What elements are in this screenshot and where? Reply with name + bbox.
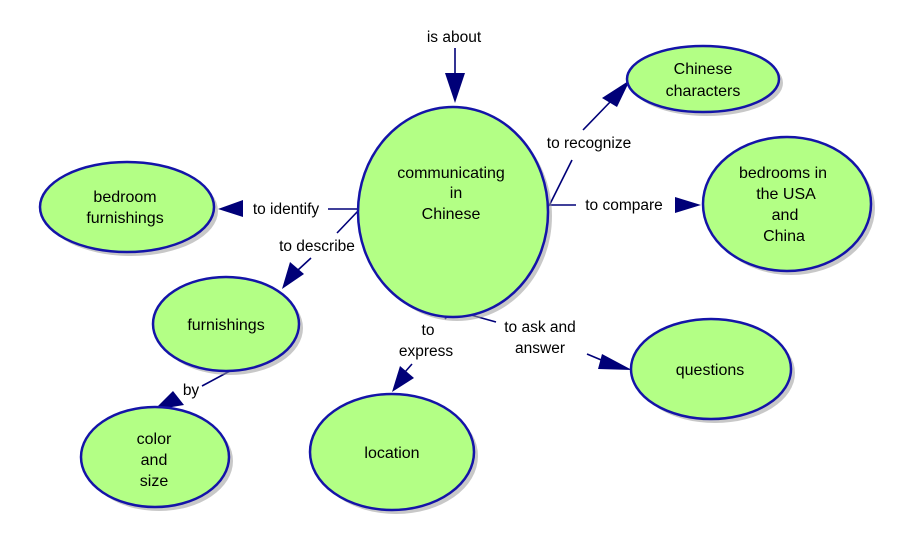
node-location-label: location — [364, 445, 419, 462]
node-bedrooms-usa-china[interactable]: bedrooms in the USA and China — [701, 135, 875, 275]
link-labels: is about to recognize to compare to iden… — [183, 29, 663, 399]
link-line-to-express-b — [404, 363, 413, 373]
node-location-shape — [308, 392, 476, 512]
node-color-and-size[interactable]: color and size — [79, 405, 233, 511]
link-label-to-compare[interactable]: to compare — [585, 197, 663, 214]
arrowhead-to-describe — [282, 262, 304, 289]
node-center-label-line-1: communicating — [397, 165, 505, 182]
node-bedrooms-usa-china-label-line-3: and — [772, 207, 799, 224]
node-center-label-line-3: Chinese — [422, 206, 481, 223]
node-color-and-size-label-line-2: and — [141, 452, 168, 469]
node-questions-shape — [629, 317, 793, 421]
arrowhead-is-about — [445, 73, 465, 103]
node-chinese-characters-shape — [625, 44, 781, 114]
node-bedroom-furnishings-label-line-1: bedroom — [93, 189, 156, 206]
node-bedrooms-usa-china-label-line-2: the USA — [756, 186, 816, 203]
link-label-to-identify[interactable]: to identify — [253, 201, 320, 218]
node-center-shape — [356, 105, 550, 319]
link-label-to-ask-and-answer-line-1[interactable]: to ask and — [504, 319, 576, 336]
link-label-to-express-line-1[interactable]: to — [422, 322, 435, 339]
node-furnishings-shape — [151, 275, 301, 373]
arrowhead-to-compare — [675, 197, 701, 213]
node-center[interactable]: communicating in Chinese — [356, 105, 552, 321]
node-center-label-line-2: in — [450, 185, 462, 202]
node-bedrooms-usa-china-label-line-1: bedrooms in — [739, 165, 827, 182]
link-label-to-recognize[interactable]: to recognize — [547, 135, 631, 152]
node-location[interactable]: location — [308, 392, 478, 514]
link-label-to-describe[interactable]: to describe — [279, 238, 355, 255]
node-color-and-size-shape — [79, 405, 231, 509]
link-line-to-recognize-a — [548, 159, 573, 207]
node-bedroom-furnishings-shape — [38, 160, 216, 254]
arrowhead-to-express — [392, 366, 414, 392]
node-bedrooms-usa-china-shape — [701, 135, 873, 273]
node-furnishings[interactable]: furnishings — [151, 275, 303, 375]
node-bedroom-furnishings[interactable]: bedroom furnishings — [38, 160, 218, 256]
node-questions-label: questions — [676, 362, 745, 379]
arrowhead-to-ask-and-answer — [598, 354, 632, 370]
link-line-to-describe-b — [297, 257, 312, 271]
link-label-to-ask-and-answer-line-2[interactable]: answer — [515, 340, 565, 357]
node-bedroom-furnishings-label-line-2: furnishings — [86, 210, 163, 227]
arrowhead-by — [154, 391, 184, 410]
links — [154, 48, 701, 410]
link-line-to-recognize-b — [582, 99, 613, 131]
link-label-to-express-line-2[interactable]: express — [399, 343, 454, 360]
node-chinese-characters-label-line-2: characters — [666, 83, 741, 100]
node-bedrooms-usa-china-label-line-4: China — [763, 228, 805, 245]
node-color-and-size-label-line-3: size — [140, 473, 169, 490]
node-furnishings-label: furnishings — [187, 317, 264, 334]
node-questions[interactable]: questions — [629, 317, 795, 423]
node-chinese-characters-label-line-1: Chinese — [674, 61, 733, 78]
link-line-to-describe-a — [336, 210, 359, 234]
node-color-and-size-label-line-1: color — [137, 431, 172, 448]
link-label-is-about[interactable]: is about — [427, 29, 482, 46]
node-chinese-characters[interactable]: Chinese characters — [625, 44, 783, 116]
arrowhead-to-recognize — [602, 80, 630, 107]
arrowhead-to-identify — [218, 200, 243, 217]
link-label-by[interactable]: by — [183, 382, 200, 399]
